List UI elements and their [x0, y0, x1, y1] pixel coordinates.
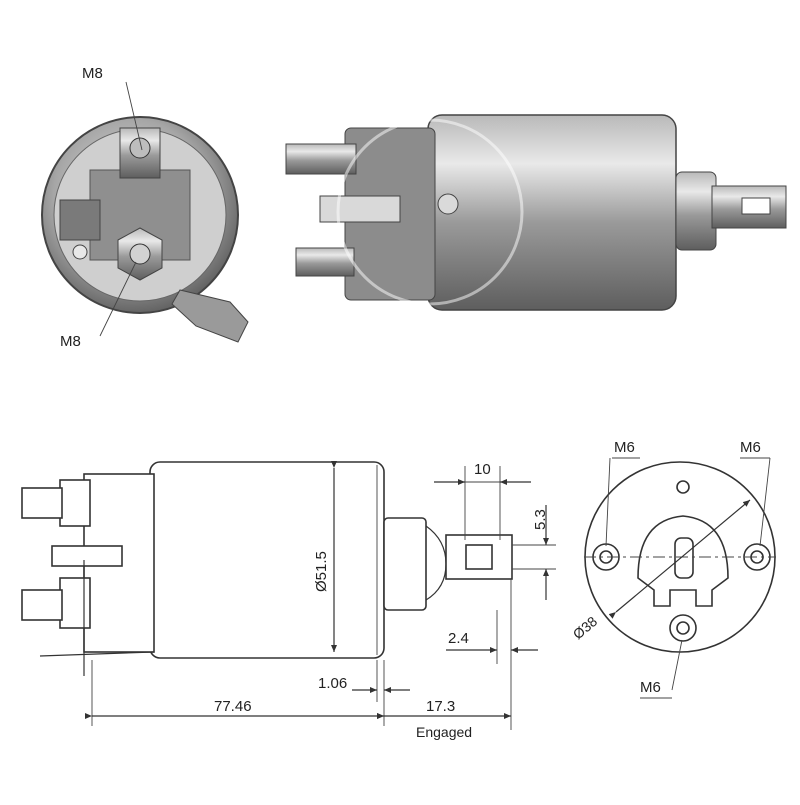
- dim-length: 77.46: [214, 698, 252, 715]
- upper-stud: [285, 143, 357, 175]
- side-bracket: [59, 199, 101, 241]
- label-engaged: Engaged: [416, 724, 472, 740]
- dim-body-diameter: Ø51.5: [313, 551, 330, 592]
- plunger-tab-hole: [741, 197, 771, 215]
- dim-gap: 1.06: [318, 675, 347, 692]
- solenoid-can: [427, 114, 677, 311]
- small-hole: [676, 480, 690, 494]
- spade-connector: [319, 195, 401, 223]
- dim-tab-width: 10: [474, 461, 491, 478]
- label-hole-top-left: M6: [614, 439, 635, 456]
- drawing-side-view: Ø51.5 10 5.3 2.4 1.06 77.46 17.3 Eng: [21, 461, 556, 740]
- lower-terminal: [59, 577, 91, 629]
- plunger-slot: [465, 544, 493, 570]
- plunger-housing: [383, 517, 427, 611]
- dim-bolt-circle: Ø38: [570, 613, 601, 642]
- center-slot: [674, 537, 694, 579]
- upper-nut: [21, 487, 63, 519]
- label-hole-top-right: M6: [740, 439, 761, 456]
- spade-side: [51, 545, 123, 567]
- can-bolt: [437, 193, 459, 215]
- body-outline: [149, 461, 385, 659]
- dim-engaged-travel: 17.3: [426, 698, 455, 715]
- bottom-terminal-stud: [129, 243, 151, 265]
- lower-stud: [295, 247, 355, 277]
- label-top-m8: M8: [82, 65, 103, 82]
- spade-terminal: [171, 289, 249, 343]
- top-terminal-stud: [129, 137, 151, 159]
- drawing-end-view: Ø38 M6 M6 M6: [570, 439, 776, 699]
- label-bottom-m8: M8: [60, 333, 81, 350]
- upper-terminal: [59, 479, 91, 527]
- dim-plunger-offset: 2.4: [448, 630, 469, 647]
- dim-tab-hole: 5.3: [532, 509, 549, 530]
- plunger-boot: [675, 171, 717, 251]
- rivet: [72, 244, 88, 260]
- label-hole-bottom: M6: [640, 679, 661, 696]
- photo-side-view: [285, 114, 787, 311]
- photo-end-view: M8 M8: [41, 65, 249, 350]
- lower-nut: [21, 589, 63, 621]
- watermark-logo: [336, 118, 524, 306]
